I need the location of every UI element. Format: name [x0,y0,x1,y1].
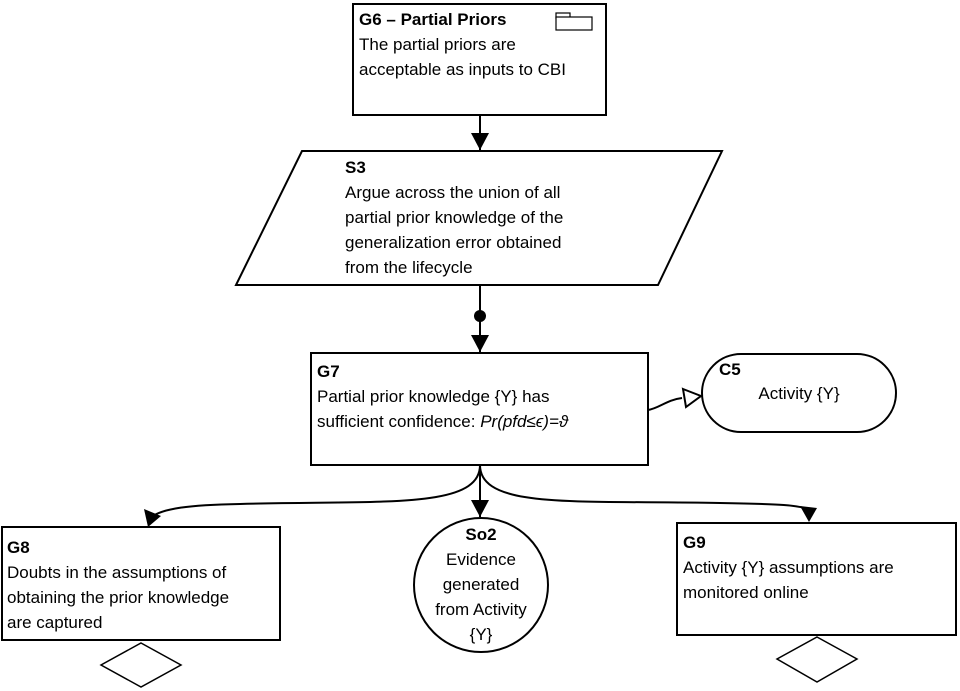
g8-text: G8 Doubts in the assumptions of obtainin… [7,535,279,635]
c5-statement: Activity {Y} [758,384,840,403]
s3-strategy-parallelogram[interactable] [234,150,724,286]
arrowhead-g7-so2 [471,500,489,517]
s3-text: S3 Argue across the union of all partial… [345,155,645,280]
so2-id: So2 [465,525,497,544]
c5-id-wrap: C5 [719,357,741,382]
connector-g7-g8 [149,464,481,519]
g9-goal-box[interactable] [676,522,957,636]
arrowhead-g6-s3 [471,133,489,150]
g7-statement-line1: Partial prior knowledge {Y} has [317,387,550,406]
connector-g7-c5 [647,397,683,411]
g6-statement: The partial priors are acceptable as inp… [359,35,566,79]
s3-statement: Argue across the union of all partial pr… [345,183,564,277]
g7-text: G7 Partial prior knowledge {Y} has suffi… [317,359,645,434]
g8-id: G8 [7,538,30,557]
g9-id: G9 [683,533,706,552]
arrowhead-g7-g8 [144,509,161,527]
arrowhead-g7-g9 [800,506,817,522]
g9-text: G9 Activity {Y} assumptions are monitore… [683,530,955,605]
g7-formula: Pr(pfd≤ϵ)=ϑ [480,412,569,431]
g6-text: G6 – Partial Priors The partial priors a… [359,7,599,82]
g7-goal-box[interactable] [310,352,649,466]
connector-g7-g9 [479,464,811,511]
g6-id: G6 – Partial Priors [359,10,507,29]
hollow-arrowhead-c5 [681,387,704,409]
g9-undeveloped-diamond [775,636,859,683]
g7-id: G7 [317,362,340,381]
g8-goal-box[interactable] [1,526,281,641]
arrowhead-s3-g7 [471,335,489,352]
so2-text: So2 Evidence generated from Activity {Y} [420,522,542,647]
multiplicity-dot [474,310,486,322]
module-icon [555,12,593,31]
so2-statement: Evidence generated from Activity {Y} [435,550,527,644]
c5-context-box[interactable] [701,353,897,433]
s3-id: S3 [345,158,366,177]
g7-statement-line2: sufficient confidence: Pr(pfd≤ϵ)=ϑ [317,412,568,431]
so2-solution-circle[interactable] [413,517,549,653]
g7-statement-line2-text: sufficient confidence: [317,412,481,431]
c5-id: C5 [719,360,741,379]
c5-statement-wrap: Activity {Y} [702,381,896,406]
g9-statement: Activity {Y} assumptions are monitored o… [683,558,894,602]
g8-undeveloped-diamond [99,642,183,688]
g8-statement: Doubts in the assumptions of obtaining t… [7,563,230,632]
